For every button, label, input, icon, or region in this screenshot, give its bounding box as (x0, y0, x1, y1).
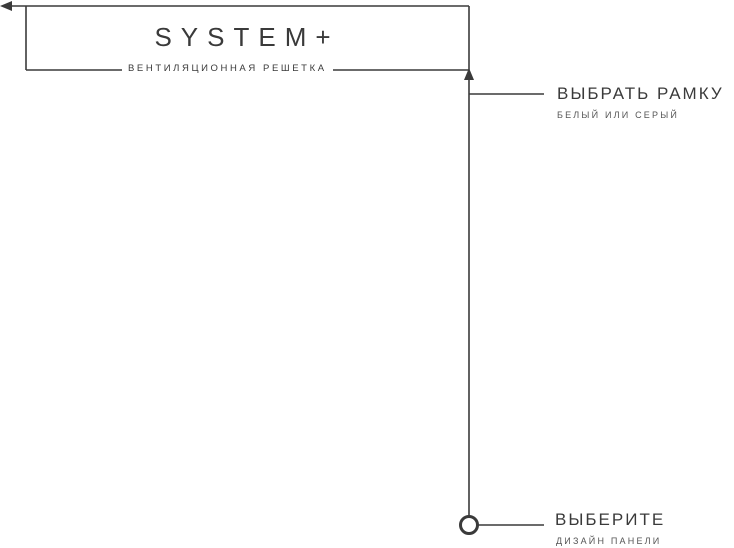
step2-subtitle: ДИЗАЙН ПАНЕЛИ (556, 536, 662, 546)
step1-title: ВЫБРАТЬ РАМКУ (557, 84, 724, 103)
circle-node-icon (459, 515, 479, 535)
arrow-left-icon (0, 1, 12, 11)
brand-subtitle: ВЕНТИЛЯЦИОННАЯ РЕШЕТКА (122, 63, 333, 74)
brand-title: SYSTEM+ (154, 22, 340, 52)
step2-title: ВЫБЕРИТЕ (555, 510, 666, 529)
arrow-up-icon (464, 68, 474, 80)
step1-subtitle: БЕЛЫЙ ИЛИ СЕРЫЙ (557, 110, 680, 120)
